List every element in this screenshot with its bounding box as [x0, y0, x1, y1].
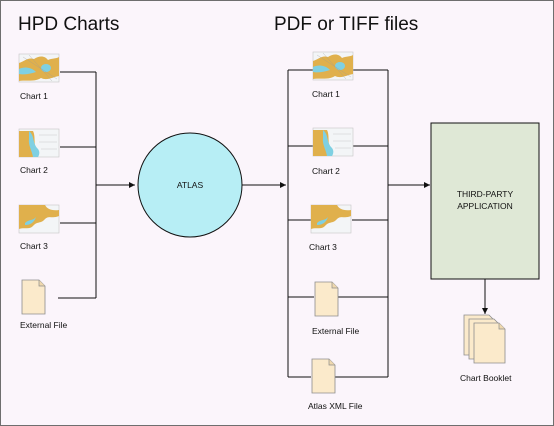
left-chart-3-label: Chart 3	[20, 241, 48, 251]
application-label-line1: THIRD-PARTY	[457, 189, 514, 199]
chart-2-map-icon	[18, 128, 60, 158]
heading-hpd-charts: HPD Charts	[18, 14, 119, 35]
left-external-file-label: External File	[20, 320, 68, 330]
right-chart-2-label: Chart 2	[312, 166, 340, 176]
atlas-xml-file-label: Atlas XML File	[308, 401, 363, 411]
chart-3-map-icon	[18, 204, 60, 234]
right-chart-3-label: Chart 3	[309, 242, 337, 252]
middle-connectors	[242, 69, 430, 378]
chart-1-map-icon	[18, 53, 60, 83]
left-chart-2-label: Chart 2	[20, 165, 48, 175]
atlas-xml-document-icon	[311, 358, 336, 394]
chart-booklet-label: Chart Booklet	[460, 373, 512, 383]
external-file-document-icon	[21, 279, 46, 315]
pdf-external-file-document-icon	[314, 281, 339, 317]
pdf-chart-2-map-icon	[312, 127, 354, 157]
right-external-file-label: External File	[312, 326, 360, 336]
third-party-application-box	[430, 122, 540, 280]
pdf-chart-3-map-icon	[310, 204, 352, 234]
chart-booklet-stack-icon	[463, 314, 506, 364]
left-connectors	[58, 71, 135, 299]
heading-pdf-tiff-files: PDF or TIFF files	[274, 14, 418, 35]
left-chart-1-label: Chart 1	[20, 91, 48, 101]
application-label-line2: APPLICATION	[457, 201, 513, 211]
pdf-chart-1-map-icon	[312, 51, 354, 81]
atlas-label: ATLAS	[177, 180, 204, 190]
right-chart-1-label: Chart 1	[312, 89, 340, 99]
